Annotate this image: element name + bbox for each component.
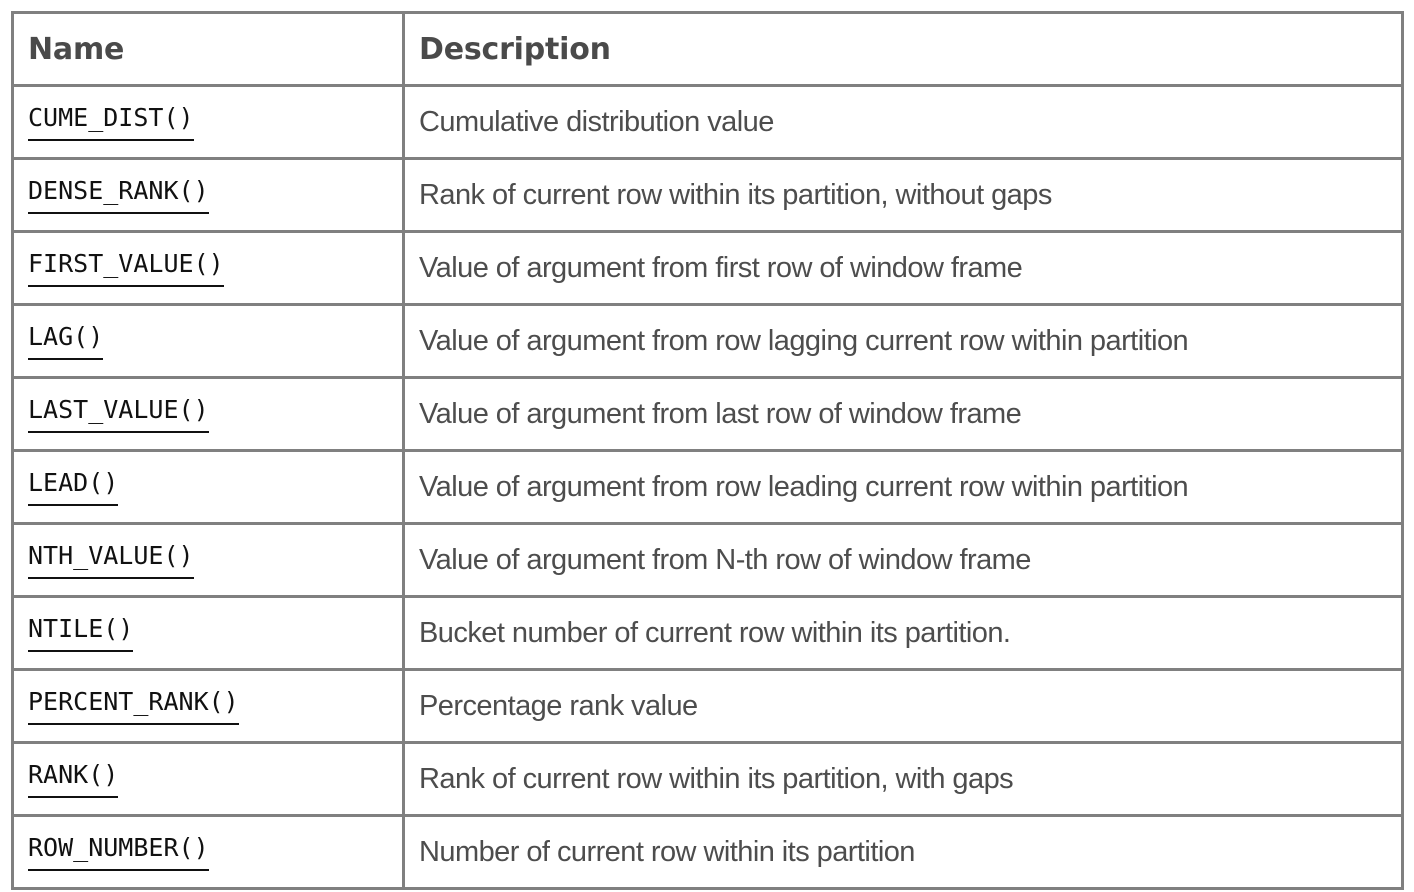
function-name-cell: LAST_VALUE() [12,377,405,452]
table-row: NTILE() Bucket number of current row with… [12,596,1403,671]
table-row: PERCENT_RANK() Percentage rank value [12,669,1403,744]
function-name-link[interactable]: LAST_VALUE() [28,397,209,433]
function-name-link[interactable]: ROW_NUMBER() [28,835,209,871]
window-functions-table: Name Description CUME_DIST() Cumulative d… [11,11,1404,890]
table-header-row: Name Description [12,12,1403,87]
function-description-cell: Value of argument from row lagging curre… [403,304,1403,379]
table-row: RANK() Rank of current row within its par… [12,742,1403,817]
function-name-link[interactable]: LEAD() [28,470,119,506]
function-name-link[interactable]: RANK() [28,762,119,798]
function-name-cell: FIRST_VALUE() [12,231,405,306]
table-row: ROW_NUMBER() Number of current row within… [12,815,1403,890]
function-name-link[interactable]: LAG() [28,324,104,360]
function-description-cell: Value of argument from row leading curre… [403,450,1403,525]
window-functions-table-container: Name Description CUME_DIST() Cumulative d… [11,11,1404,890]
function-description-cell: Percentage rank value [403,669,1403,744]
function-name-link[interactable]: NTILE() [28,616,134,652]
column-header-description: Description [403,12,1403,87]
function-name-cell: ROW_NUMBER() [12,815,405,890]
column-header-name: Name [12,12,405,87]
function-name-cell: DENSE_RANK() [12,158,405,233]
function-name-cell: CUME_DIST() [12,85,405,160]
table-header: Name Description [12,12,1403,87]
function-description-cell: Cumulative distribution value [403,85,1403,160]
function-description-cell: Rank of current row within its partition… [403,158,1403,233]
function-name-link[interactable]: DENSE_RANK() [28,178,209,214]
function-description-cell: Value of argument from N-th row of windo… [403,523,1403,598]
table-row: CUME_DIST() Cumulative distribution value [12,85,1403,160]
function-name-cell: PERCENT_RANK() [12,669,405,744]
table-row: LEAD() Value of argument from row leading… [12,450,1403,525]
function-name-cell: NTH_VALUE() [12,523,405,598]
table-body: CUME_DIST() Cumulative distribution value… [12,85,1403,890]
table-row: NTH_VALUE() Value of argument from N-th r… [12,523,1403,598]
function-name-link[interactable]: PERCENT_RANK() [28,689,239,725]
table-row: LAST_VALUE() Value of argument from last … [12,377,1403,452]
function-name-cell: RANK() [12,742,405,817]
function-description-cell: Value of argument from last row of windo… [403,377,1403,452]
function-name-link[interactable]: NTH_VALUE() [28,543,194,579]
function-name-cell: LAG() [12,304,405,379]
function-name-cell: NTILE() [12,596,405,671]
function-description-cell: Rank of current row within its partition… [403,742,1403,817]
function-description-cell: Bucket number of current row within its … [403,596,1403,671]
function-description-cell: Value of argument from first row of wind… [403,231,1403,306]
function-name-link[interactable]: CUME_DIST() [28,105,194,141]
table-row: DENSE_RANK() Rank of current row within i… [12,158,1403,233]
function-name-link[interactable]: FIRST_VALUE() [28,251,224,287]
function-name-cell: LEAD() [12,450,405,525]
table-row: FIRST_VALUE() Value of argument from firs… [12,231,1403,306]
function-description-cell: Number of current row within its partiti… [403,815,1403,890]
table-row: LAG() Value of argument from row lagging … [12,304,1403,379]
